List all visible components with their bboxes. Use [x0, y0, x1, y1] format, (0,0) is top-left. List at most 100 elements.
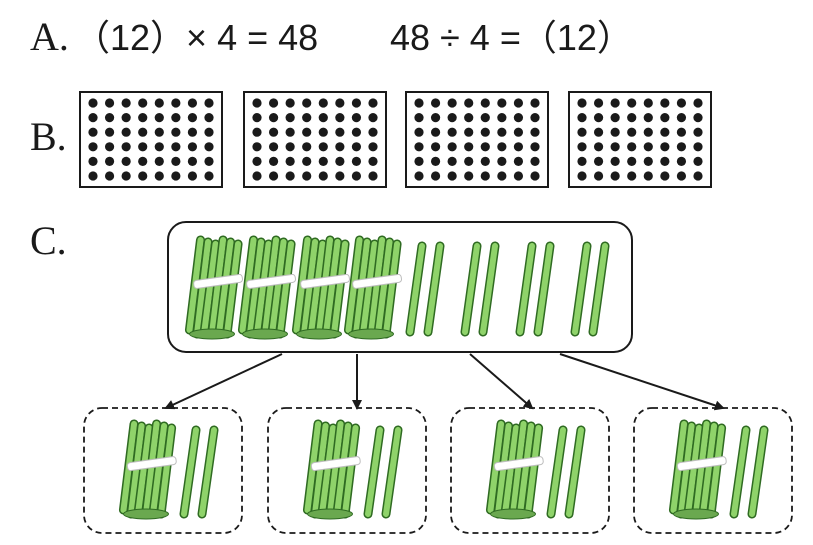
stick-fill [480, 243, 498, 335]
dot [318, 127, 328, 137]
dot [351, 142, 362, 152]
stick-fill [590, 243, 608, 335]
dot [627, 156, 637, 166]
stick-fill [548, 427, 566, 517]
dot [318, 171, 328, 181]
dot [577, 127, 587, 137]
loose-stick [179, 425, 201, 519]
dot [627, 142, 637, 152]
dot [660, 156, 670, 166]
loose-stick [405, 241, 427, 337]
loose-stick [381, 425, 403, 519]
dot [480, 171, 490, 181]
dot [318, 113, 328, 123]
dot [285, 171, 295, 181]
dot [302, 171, 312, 181]
dot [171, 171, 181, 181]
dot [268, 127, 279, 137]
dot [171, 98, 181, 108]
loose-stick [546, 425, 568, 519]
dot [610, 142, 620, 152]
stick-highlight [708, 425, 725, 517]
dot [660, 127, 670, 137]
bundle-band [193, 273, 244, 289]
dot [530, 171, 540, 181]
dot [530, 156, 540, 166]
dot [513, 98, 524, 108]
dot [610, 171, 620, 181]
stick-bundle [668, 419, 727, 520]
dot [530, 113, 540, 123]
dot [268, 98, 279, 108]
dot [513, 113, 524, 123]
dot [368, 171, 378, 181]
dot [513, 156, 524, 166]
equal-groups [83, 407, 793, 534]
dot [660, 113, 670, 123]
dot [447, 156, 457, 166]
dot [676, 156, 687, 166]
dot [368, 127, 378, 137]
loose-stick [564, 425, 586, 519]
dot [171, 142, 181, 152]
dot [268, 171, 279, 181]
stick-bundle [184, 235, 244, 340]
dot [693, 113, 703, 123]
stick-bundle [118, 419, 177, 520]
loose-stick [460, 241, 482, 337]
dot [676, 142, 687, 152]
dot [121, 142, 131, 152]
dot [285, 98, 295, 108]
dot [187, 156, 198, 166]
stick-bundle [237, 235, 297, 340]
group-box [267, 407, 427, 534]
group-frame [633, 407, 793, 534]
dot [447, 113, 457, 123]
stick-highlight [327, 421, 344, 517]
dot [660, 142, 670, 152]
dot [513, 171, 524, 181]
loose-stick [588, 241, 610, 337]
total-sticks-box [167, 221, 633, 353]
dot [335, 171, 345, 181]
total-sticks [184, 235, 610, 340]
dot [154, 98, 164, 108]
dot [497, 98, 507, 108]
arrow-to-group-1 [164, 353, 283, 410]
dot [497, 127, 507, 137]
stick-highlight [277, 241, 295, 337]
dot [138, 98, 148, 108]
dot [104, 171, 115, 181]
bundle-base [348, 328, 394, 340]
equation-multiplication: （12）× 4 = 48 [74, 17, 318, 58]
dot [88, 171, 98, 181]
dot [414, 171, 424, 181]
dot [610, 127, 620, 137]
stick-fill [181, 427, 199, 517]
dot [318, 156, 328, 166]
loose-stick [729, 425, 751, 519]
dot [430, 98, 441, 108]
dot [643, 127, 653, 137]
dot [497, 156, 507, 166]
dot [88, 127, 98, 137]
stick-fill [199, 427, 217, 517]
stick-highlight [262, 237, 280, 337]
dot [497, 142, 507, 152]
dot [351, 171, 362, 181]
dot [154, 127, 164, 137]
stick-highlight [525, 425, 542, 517]
dot [643, 113, 653, 123]
dot [252, 142, 262, 152]
dot [480, 113, 490, 123]
dot [88, 156, 98, 166]
stick-highlight [150, 423, 168, 513]
dot [464, 98, 474, 108]
dot [171, 113, 181, 123]
dot [610, 98, 620, 108]
dot [138, 142, 148, 152]
dot [660, 98, 670, 108]
dot [285, 156, 295, 166]
dot [593, 171, 604, 181]
